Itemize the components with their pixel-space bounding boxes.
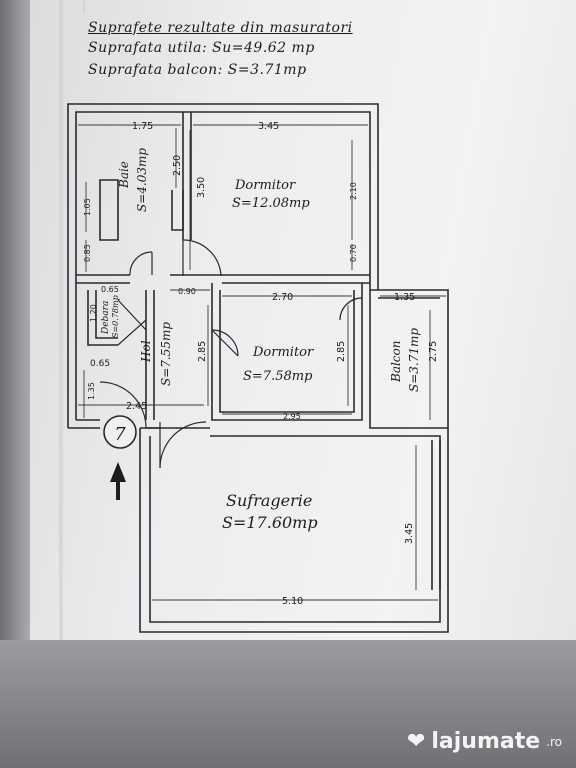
dim-5-10: 5.10 bbox=[282, 596, 303, 607]
dim-1-20: 1.20 bbox=[89, 304, 98, 322]
dim-1-35-balcon: 1.35 bbox=[394, 292, 415, 303]
room-sufragerie-name: Sufragerie bbox=[226, 491, 312, 510]
table-surface bbox=[0, 640, 576, 768]
dim-0-85: 0.85 bbox=[83, 244, 92, 262]
dim-2-85-b: 2.85 bbox=[336, 341, 347, 362]
doors bbox=[99, 239, 363, 469]
dim-0-65-b: 0.65 bbox=[90, 359, 110, 369]
entrance-marker: 7 bbox=[103, 415, 137, 449]
dim-1-05: 1.05 bbox=[83, 198, 92, 216]
header-usable-area: Suprafata utila: Su=49.62 mp bbox=[88, 40, 315, 56]
dim-2-45: 2.45 bbox=[126, 401, 147, 412]
dim-2-95: 2.95 bbox=[283, 412, 301, 421]
header-title: Suprafete rezultate din masuratori bbox=[88, 20, 353, 36]
room-balcon-name: Balcon bbox=[389, 341, 403, 383]
room-debara-area: S=0.78mp bbox=[111, 295, 120, 338]
room-dormitor1-area: S=12.08mp bbox=[232, 196, 310, 211]
room-hol-area: S=7.55mp bbox=[159, 322, 173, 386]
watermark-tld: .ro bbox=[546, 734, 562, 749]
dimension-lines bbox=[78, 124, 446, 601]
room-baie-area: S=4.03mp bbox=[135, 148, 149, 212]
dim-3-45-sufragerie: 3.45 bbox=[404, 523, 415, 544]
dim-2-75: 2.75 bbox=[428, 341, 439, 362]
room-balcon-area: S=3.71mp bbox=[407, 328, 421, 392]
room-dormitor1-name: Dormitor bbox=[234, 178, 296, 193]
paper-lines bbox=[59, 0, 85, 640]
site-watermark: ❤ lajumate .ro bbox=[407, 729, 562, 754]
entrance-arrow-icon bbox=[110, 462, 126, 500]
room-sufragerie-area: S=17.60mp bbox=[222, 513, 318, 532]
dim-0-70: 0.70 bbox=[349, 244, 358, 262]
dim-1-75: 1.75 bbox=[132, 121, 153, 132]
heart-logo-icon: ❤ bbox=[406, 729, 426, 754]
dim-3-50: 3.50 bbox=[196, 177, 207, 198]
watermark-brand: lajumate bbox=[431, 729, 541, 754]
dim-2-50: 2.50 bbox=[172, 155, 183, 176]
dim-3-45-top: 3.45 bbox=[258, 121, 279, 132]
room-dormitor2-name: Dormitor bbox=[252, 345, 314, 360]
dim-0-90: 0.90 bbox=[178, 287, 196, 296]
room-baie-name: Baie bbox=[117, 161, 131, 189]
room-debara-name: Debara bbox=[101, 301, 111, 335]
dim-1-35-hol: 1.35 bbox=[87, 382, 96, 400]
entrance-number: 7 bbox=[114, 424, 126, 445]
dim-2-10: 2.10 bbox=[349, 182, 358, 200]
room-hol-name: Hol bbox=[139, 340, 153, 363]
room-dormitor2-area: S=7.58mp bbox=[243, 369, 313, 384]
dim-2-85-a: 2.85 bbox=[197, 341, 208, 362]
walls bbox=[67, 103, 449, 633]
dim-0-65-a: 0.65 bbox=[101, 285, 119, 294]
dim-2-70: 2.70 bbox=[272, 292, 293, 303]
header-balcony-area: Suprafata balcon: S=3.71mp bbox=[88, 62, 307, 78]
